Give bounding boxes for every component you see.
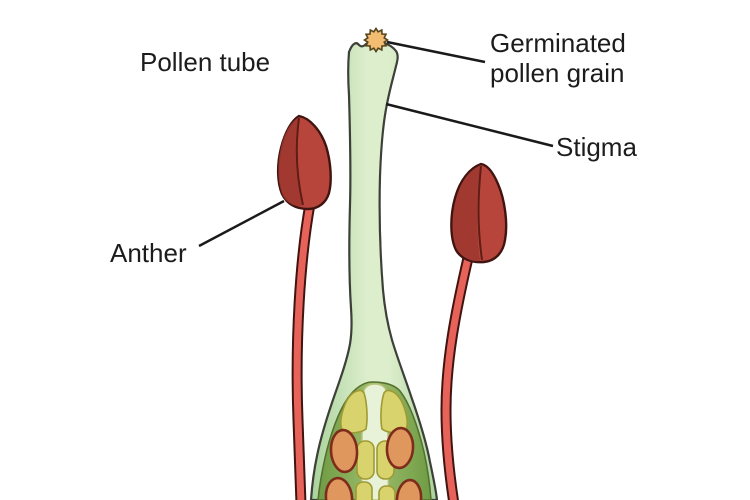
placenta-lobe-mid-left	[356, 440, 375, 480]
germinated-pollen-grain-leader-line	[386, 40, 486, 64]
pistil-body	[309, 40, 439, 500]
stigma-leader-line	[385, 102, 554, 148]
anther-right-shade	[452, 165, 481, 262]
placenta-lobes	[339, 389, 409, 500]
pollen-tube-label: Pollen tube	[140, 47, 270, 77]
filament-left-fill	[293, 203, 314, 500]
anther-right	[450, 162, 508, 264]
germinated-pollen-grain-label-line1: Germinated	[490, 28, 626, 58]
stigma-label: Stigma	[556, 132, 637, 162]
anther-left	[276, 114, 332, 211]
placenta-lobe-bottom-right	[378, 485, 396, 500]
anther-left-crease	[295, 117, 304, 206]
ovule-upper-right	[385, 426, 415, 470]
ovule-lower-left	[324, 476, 354, 500]
germinated-pollen-grain-icon	[363, 27, 389, 53]
filament-right	[440, 256, 474, 500]
ovule-lower-right	[395, 478, 423, 500]
placenta-lobe-top-left	[339, 389, 368, 434]
anther-right-crease	[477, 165, 483, 261]
germinated-pollen-grain-label-line2: pollen grain	[490, 58, 624, 88]
placenta-lobe-bottom-left	[355, 481, 373, 500]
ovules	[324, 426, 423, 500]
anther-leader-line	[198, 199, 285, 248]
filament-right-fill	[442, 257, 472, 500]
leader-lines	[198, 40, 554, 248]
filament-left	[291, 203, 316, 500]
ovule-upper-left	[329, 428, 359, 474]
anther-label: Anther	[110, 238, 187, 268]
